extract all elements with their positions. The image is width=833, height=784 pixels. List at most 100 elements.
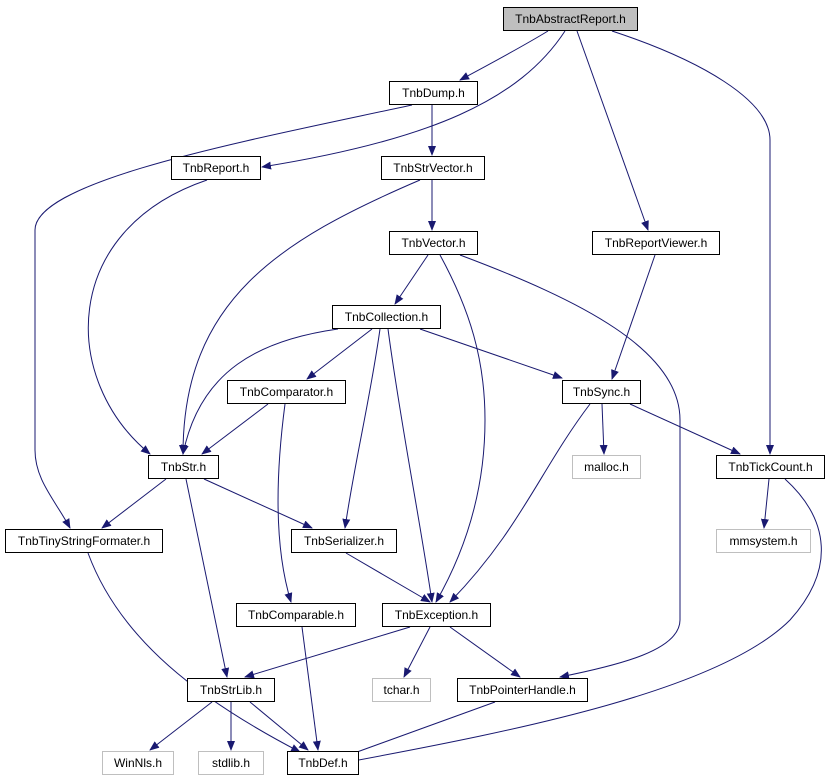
edge-collection-to-str — [180, 328, 339, 455]
edge-sync-to-malloc — [599, 403, 608, 455]
edge-abstract-to-tickcount — [611, 30, 774, 455]
edge-collection-to-comparator — [306, 328, 373, 380]
node-report[interactable]: TnbReport.h — [171, 156, 261, 180]
node-box-def — [287, 751, 359, 775]
node-box-comparable — [236, 603, 356, 627]
edge-comparable-to-def — [301, 626, 321, 751]
edge-strlib-to-winnls — [149, 701, 213, 751]
node-box-stdlib — [198, 751, 264, 775]
node-box-strvector — [381, 156, 485, 180]
node-abstract[interactable]: TnbAbstractReport.h — [503, 7, 638, 31]
node-box-mmsystem — [716, 529, 811, 553]
node-tiny[interactable]: TnbTinyStringFormater.h — [5, 529, 163, 553]
edge-report-to-str — [87, 179, 208, 455]
edge-str-to-strlib — [185, 478, 230, 678]
node-exception[interactable]: TnbException.h — [382, 603, 491, 627]
node-box-serializer — [291, 529, 397, 553]
edge-abstract-to-viewer — [576, 30, 649, 231]
node-label-comparable: TnbComparable.h — [248, 608, 344, 622]
node-box-comparator — [227, 380, 346, 404]
node-collection[interactable]: TnbCollection.h — [332, 305, 441, 329]
node-label-stdlib: stdlib.h — [212, 756, 250, 770]
node-strvector[interactable]: TnbStrVector.h — [381, 156, 485, 180]
edge-collection-to-sync — [419, 328, 563, 379]
node-comparator[interactable]: TnbComparator.h — [227, 380, 346, 404]
edge-vector-to-collection — [394, 254, 429, 305]
node-label-str: TnbStr.h — [161, 460, 206, 474]
node-box-strlib — [187, 678, 275, 702]
node-label-def: TnbDef.h — [298, 756, 347, 770]
edge-str-to-tiny — [101, 478, 167, 529]
edge-abstract-to-report — [261, 30, 566, 170]
edge-vector-to-pointer — [459, 254, 681, 680]
node-stdlib: stdlib.h — [198, 751, 264, 775]
node-label-report: TnbReport.h — [183, 161, 250, 175]
node-label-winnls: WinNls.h — [114, 756, 162, 770]
node-label-tickcount: TnbTickCount.h — [728, 460, 812, 474]
node-box-str — [148, 455, 219, 479]
node-label-exception: TnbException.h — [395, 608, 478, 622]
edge-sync-to-exception — [449, 403, 591, 603]
node-box-collection — [332, 305, 441, 329]
edge-tickcount-to-mmsystem — [760, 478, 770, 529]
node-pointer[interactable]: TnbPointerHandle.h — [457, 678, 588, 702]
node-box-malloc — [572, 455, 641, 479]
node-label-mmsystem: mmsystem.h — [729, 534, 797, 548]
edge-strvector-to-str — [179, 179, 421, 455]
node-box-tiny — [5, 529, 163, 553]
edge-exception-to-strlib — [244, 626, 411, 679]
edges-layer — [34, 30, 822, 765]
edge-vector-to-exception — [435, 254, 486, 603]
node-box-viewer — [592, 231, 720, 255]
edge-comparator-to-comparable — [277, 403, 293, 603]
node-label-comparator: TnbComparator.h — [240, 385, 333, 399]
node-tickcount[interactable]: TnbTickCount.h — [716, 455, 825, 479]
node-label-tiny: TnbTinyStringFormater.h — [18, 534, 150, 548]
node-box-vector — [389, 231, 478, 255]
node-box-report — [171, 156, 261, 180]
node-comparable[interactable]: TnbComparable.h — [236, 603, 356, 627]
node-sync[interactable]: TnbSync.h — [562, 380, 641, 404]
node-label-dump: TnbDump.h — [402, 86, 465, 100]
node-label-pointer: TnbPointerHandle.h — [469, 683, 576, 697]
node-label-strlib: TnbStrLib.h — [200, 683, 262, 697]
node-label-viewer: TnbReportViewer.h — [605, 236, 708, 250]
node-label-tchar: tchar.h — [383, 683, 419, 697]
node-malloc: malloc.h — [572, 455, 641, 479]
node-dump[interactable]: TnbDump.h — [389, 81, 478, 105]
node-label-abstract: TnbAbstractReport.h — [515, 12, 626, 26]
edge-comparator-to-str — [201, 403, 269, 455]
node-box-abstract — [503, 7, 638, 31]
node-winnls: WinNls.h — [102, 751, 174, 775]
node-tchar: tchar.h — [372, 678, 431, 702]
node-serializer[interactable]: TnbSerializer.h — [291, 529, 397, 553]
node-box-dump — [389, 81, 478, 105]
node-str[interactable]: TnbStr.h — [148, 455, 219, 479]
edge-tickcount-to-def — [347, 478, 822, 765]
edge-exception-to-tchar — [403, 626, 431, 678]
node-box-exception — [382, 603, 491, 627]
node-box-sync — [562, 380, 641, 404]
edge-pointer-to-def — [334, 701, 496, 761]
node-label-sync: TnbSync.h — [573, 385, 630, 399]
node-label-strvector: TnbStrVector.h — [393, 161, 472, 175]
node-label-serializer: TnbSerializer.h — [304, 534, 384, 548]
edge-exception-to-pointer — [449, 626, 521, 678]
edge-strlib-to-def — [249, 701, 309, 751]
node-def[interactable]: TnbDef.h — [287, 751, 359, 775]
edge-abstract-to-dump — [459, 30, 549, 81]
edge-serializer-to-exception — [345, 552, 431, 603]
node-vector[interactable]: TnbVector.h — [389, 231, 478, 255]
edge-collection-to-serializer — [342, 328, 381, 529]
node-label-collection: TnbCollection.h — [345, 310, 428, 324]
node-label-malloc: malloc.h — [584, 460, 629, 474]
edge-tiny-to-def — [87, 552, 301, 753]
edge-str-to-serializer — [203, 478, 313, 529]
node-strlib[interactable]: TnbStrLib.h — [187, 678, 275, 702]
edge-collection-to-exception — [387, 328, 435, 603]
node-label-vector: TnbVector.h — [401, 236, 465, 250]
node-viewer[interactable]: TnbReportViewer.h — [592, 231, 720, 255]
node-box-pointer — [457, 678, 588, 702]
